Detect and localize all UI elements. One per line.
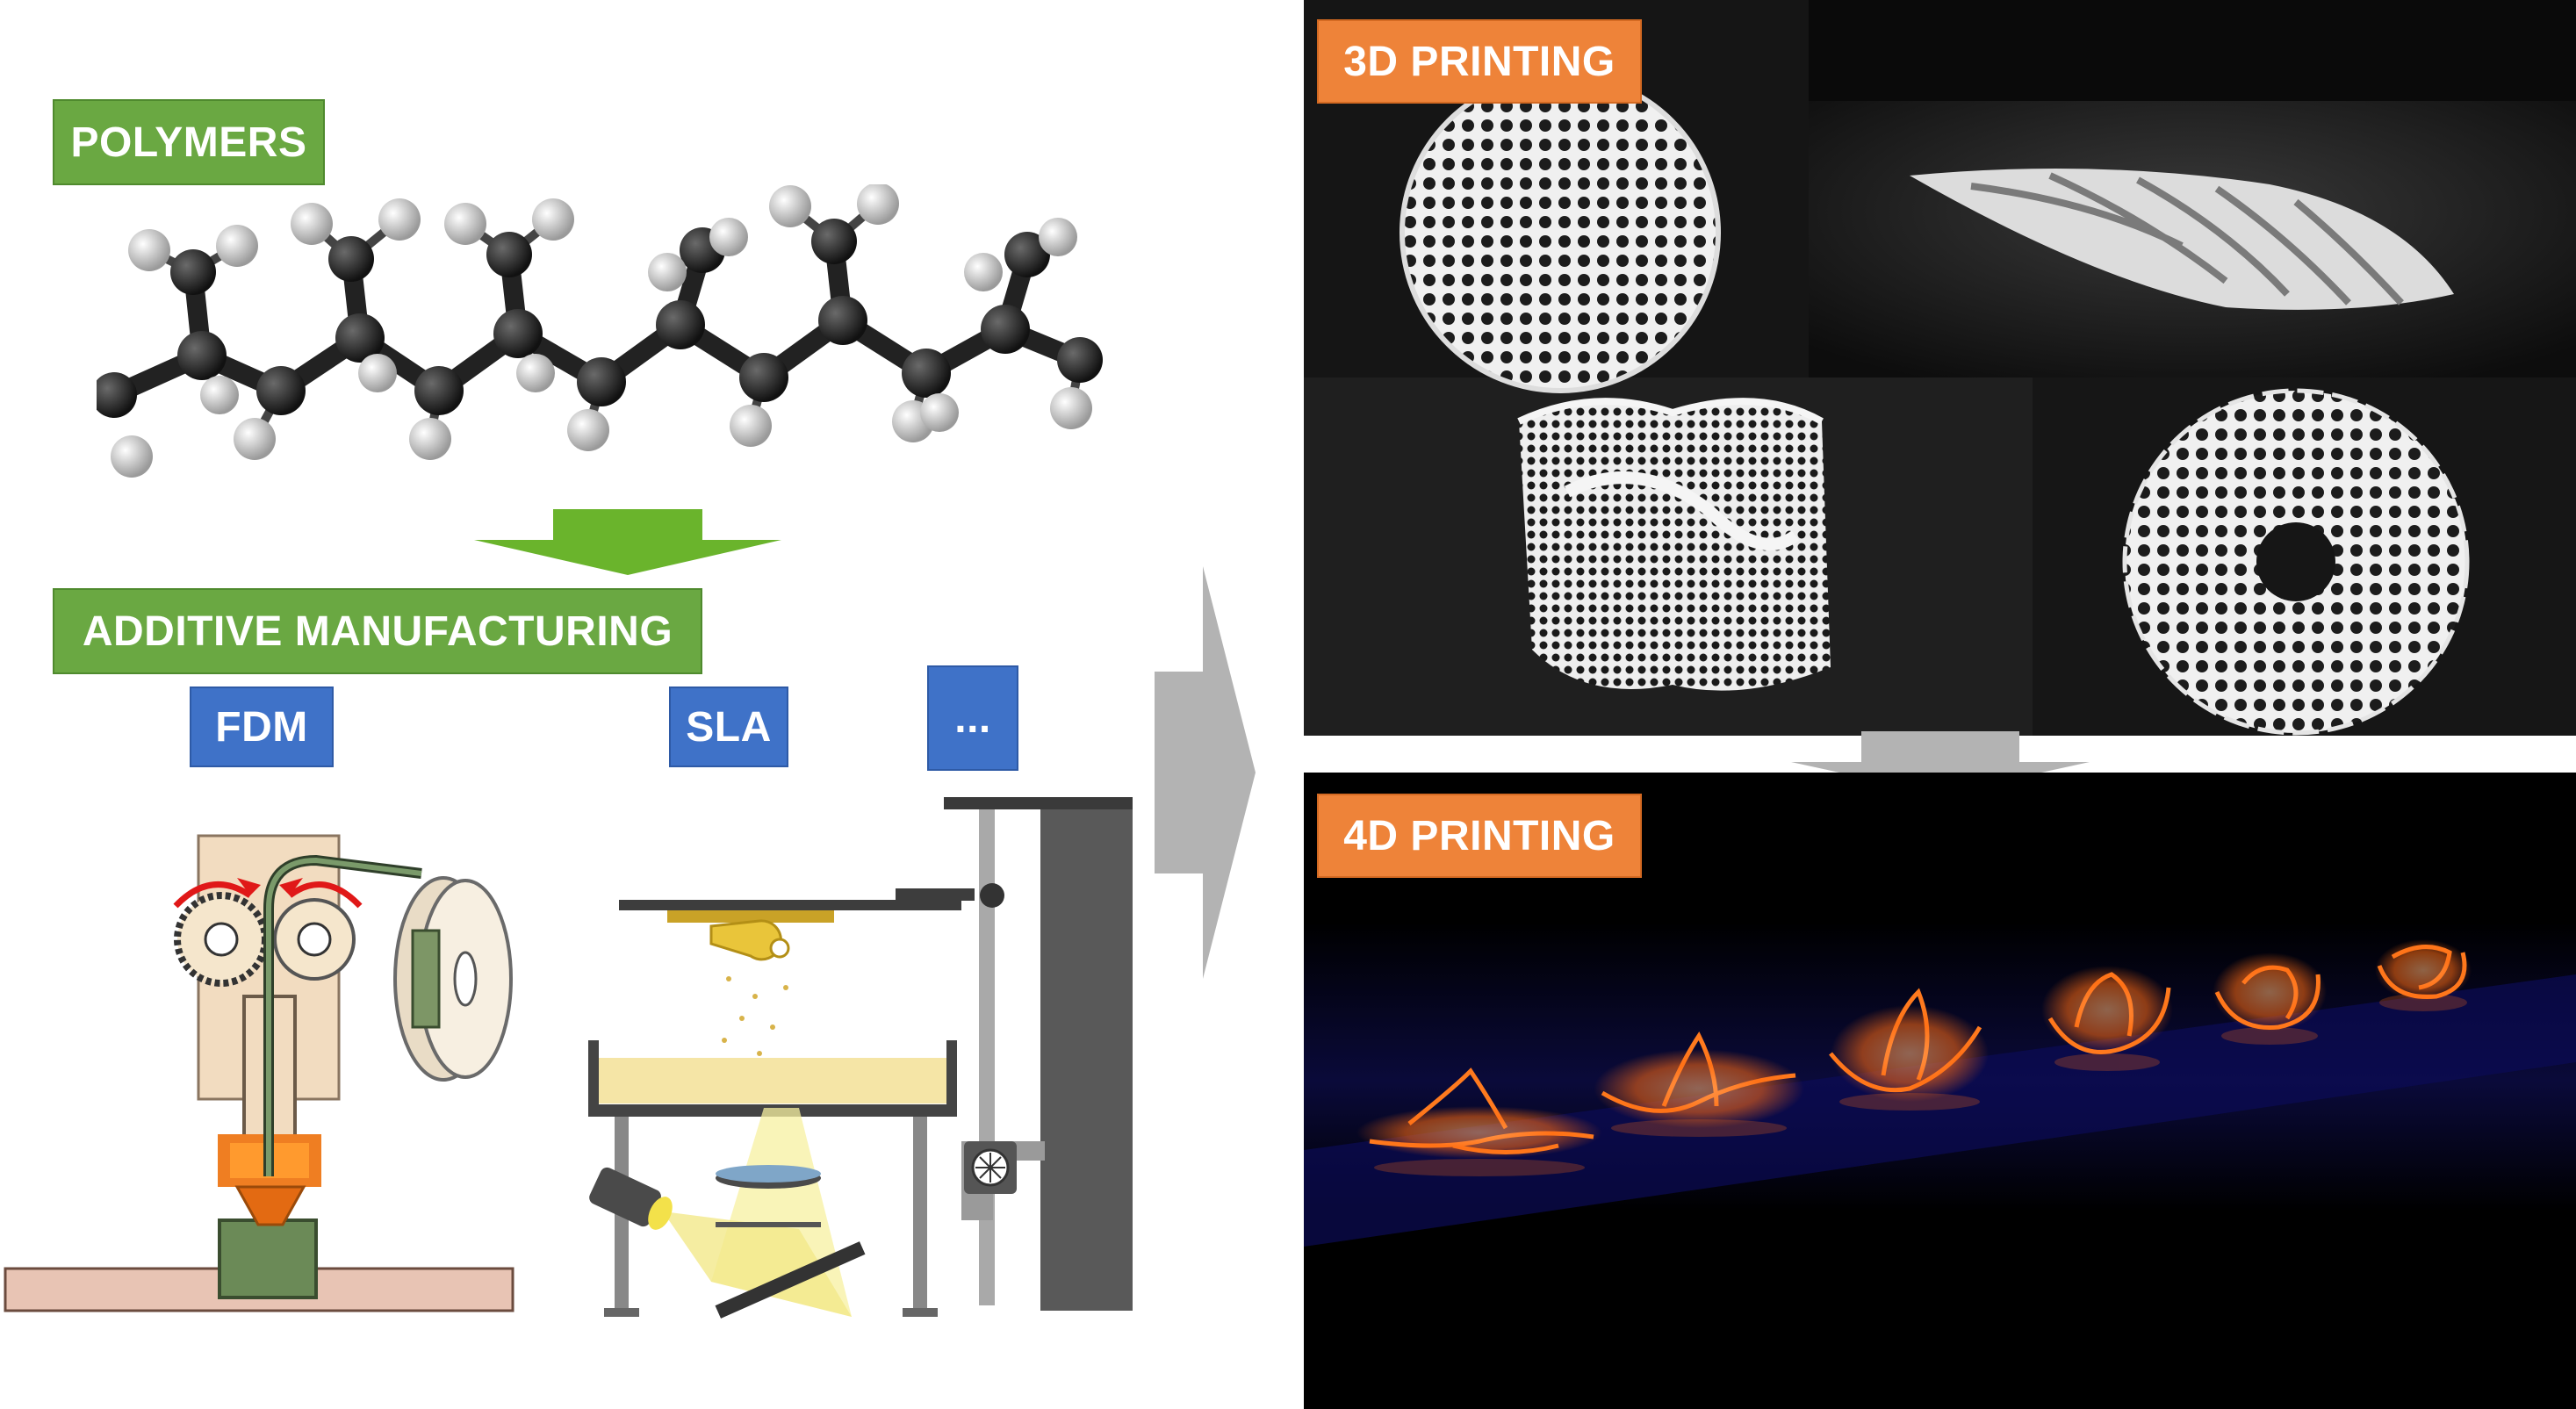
more-methods-label: ... — [927, 665, 1018, 771]
4d-printing-label: 4D PRINTING — [1317, 794, 1642, 878]
polymers-label: POLYMERS — [53, 99, 325, 185]
fdm-label: FDM — [190, 687, 334, 767]
lattice-objects-image — [1304, 0, 2576, 736]
3d-printing-label: 3D PRINTING — [1317, 19, 1642, 104]
down-arrow-gray-icon — [1791, 731, 2090, 794]
sla-label: SLA — [669, 687, 788, 767]
additive-manufacturing-label: ADDITIVE MANUFACTURING — [53, 588, 702, 674]
4d-printing-photo-panel — [1304, 773, 2576, 1409]
fdm-printer-illustration — [4, 834, 514, 1312]
polymer-chain-illustration — [97, 184, 1103, 478]
sla-printer-illustration — [588, 797, 1133, 1319]
down-arrow-icon — [474, 509, 781, 575]
3d-printing-photo-panel — [1304, 0, 2576, 736]
shape-morphing-image — [1304, 922, 2576, 1247]
right-arrow-icon — [1155, 566, 1256, 979]
